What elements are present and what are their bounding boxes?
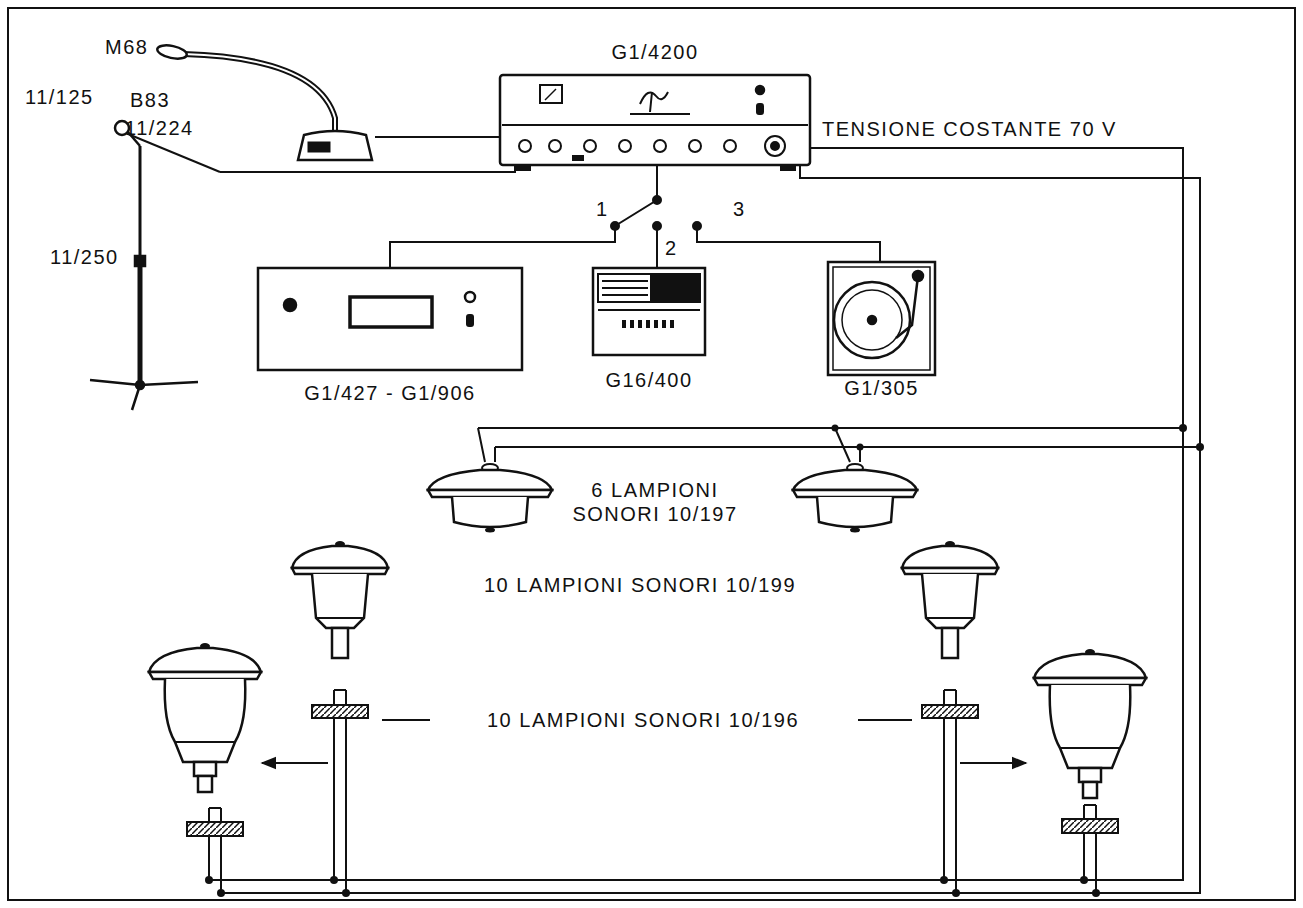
amplifier: G1/4200 — [500, 38, 810, 165]
turntable: G1/305 — [820, 262, 943, 404]
desk-microphone-drawing — [156, 43, 372, 160]
device-code: 11/125 — [25, 85, 94, 109]
signal-wire — [220, 165, 515, 172]
device-code: M68 — [105, 35, 148, 59]
signal-wire — [390, 165, 657, 268]
line-wiring — [205, 148, 1204, 897]
lamp-group-label: 10 LAMPIONI SONORI 10/199 — [484, 573, 796, 597]
desk-microphone: M68B83 11/224 — [100, 30, 375, 165]
tape-recorder: G1/427 - G1/906 — [258, 268, 522, 413]
device-code: 11/250 — [50, 245, 119, 269]
lamp-posts — [149, 464, 1146, 893]
tuner-drawing — [593, 268, 705, 355]
tuner: G16/400 — [573, 268, 725, 398]
device-code: B83 — [130, 88, 170, 112]
amplifier-drawing — [500, 75, 810, 171]
switch-position: 1 — [596, 197, 609, 221]
device-code: G1/4200 — [611, 40, 698, 64]
device-code: G1/427 - G1/906 — [304, 381, 475, 405]
line-voltage-note: TENSIONE COSTANTE 70 V — [822, 117, 1117, 141]
signal-wire — [375, 136, 500, 138]
lamp-group-label: 6 LAMPIONI SONORI 10/197 — [553, 478, 758, 526]
tape-recorder-drawing — [258, 268, 522, 370]
device-code: 11/224 — [125, 116, 194, 140]
turntable-drawing — [828, 262, 935, 375]
switch-position: 3 — [733, 197, 746, 221]
lamp-group-label: 10 LAMPIONI SONORI 10/196 — [487, 708, 799, 732]
stand-microphone: 11/125 11/250 — [20, 80, 220, 415]
device-code: G16/400 — [605, 368, 692, 392]
switch-position: 2 — [665, 236, 678, 260]
device-code: G1/305 — [844, 376, 919, 400]
frame — [8, 8, 1295, 900]
selector-switch — [611, 196, 880, 268]
